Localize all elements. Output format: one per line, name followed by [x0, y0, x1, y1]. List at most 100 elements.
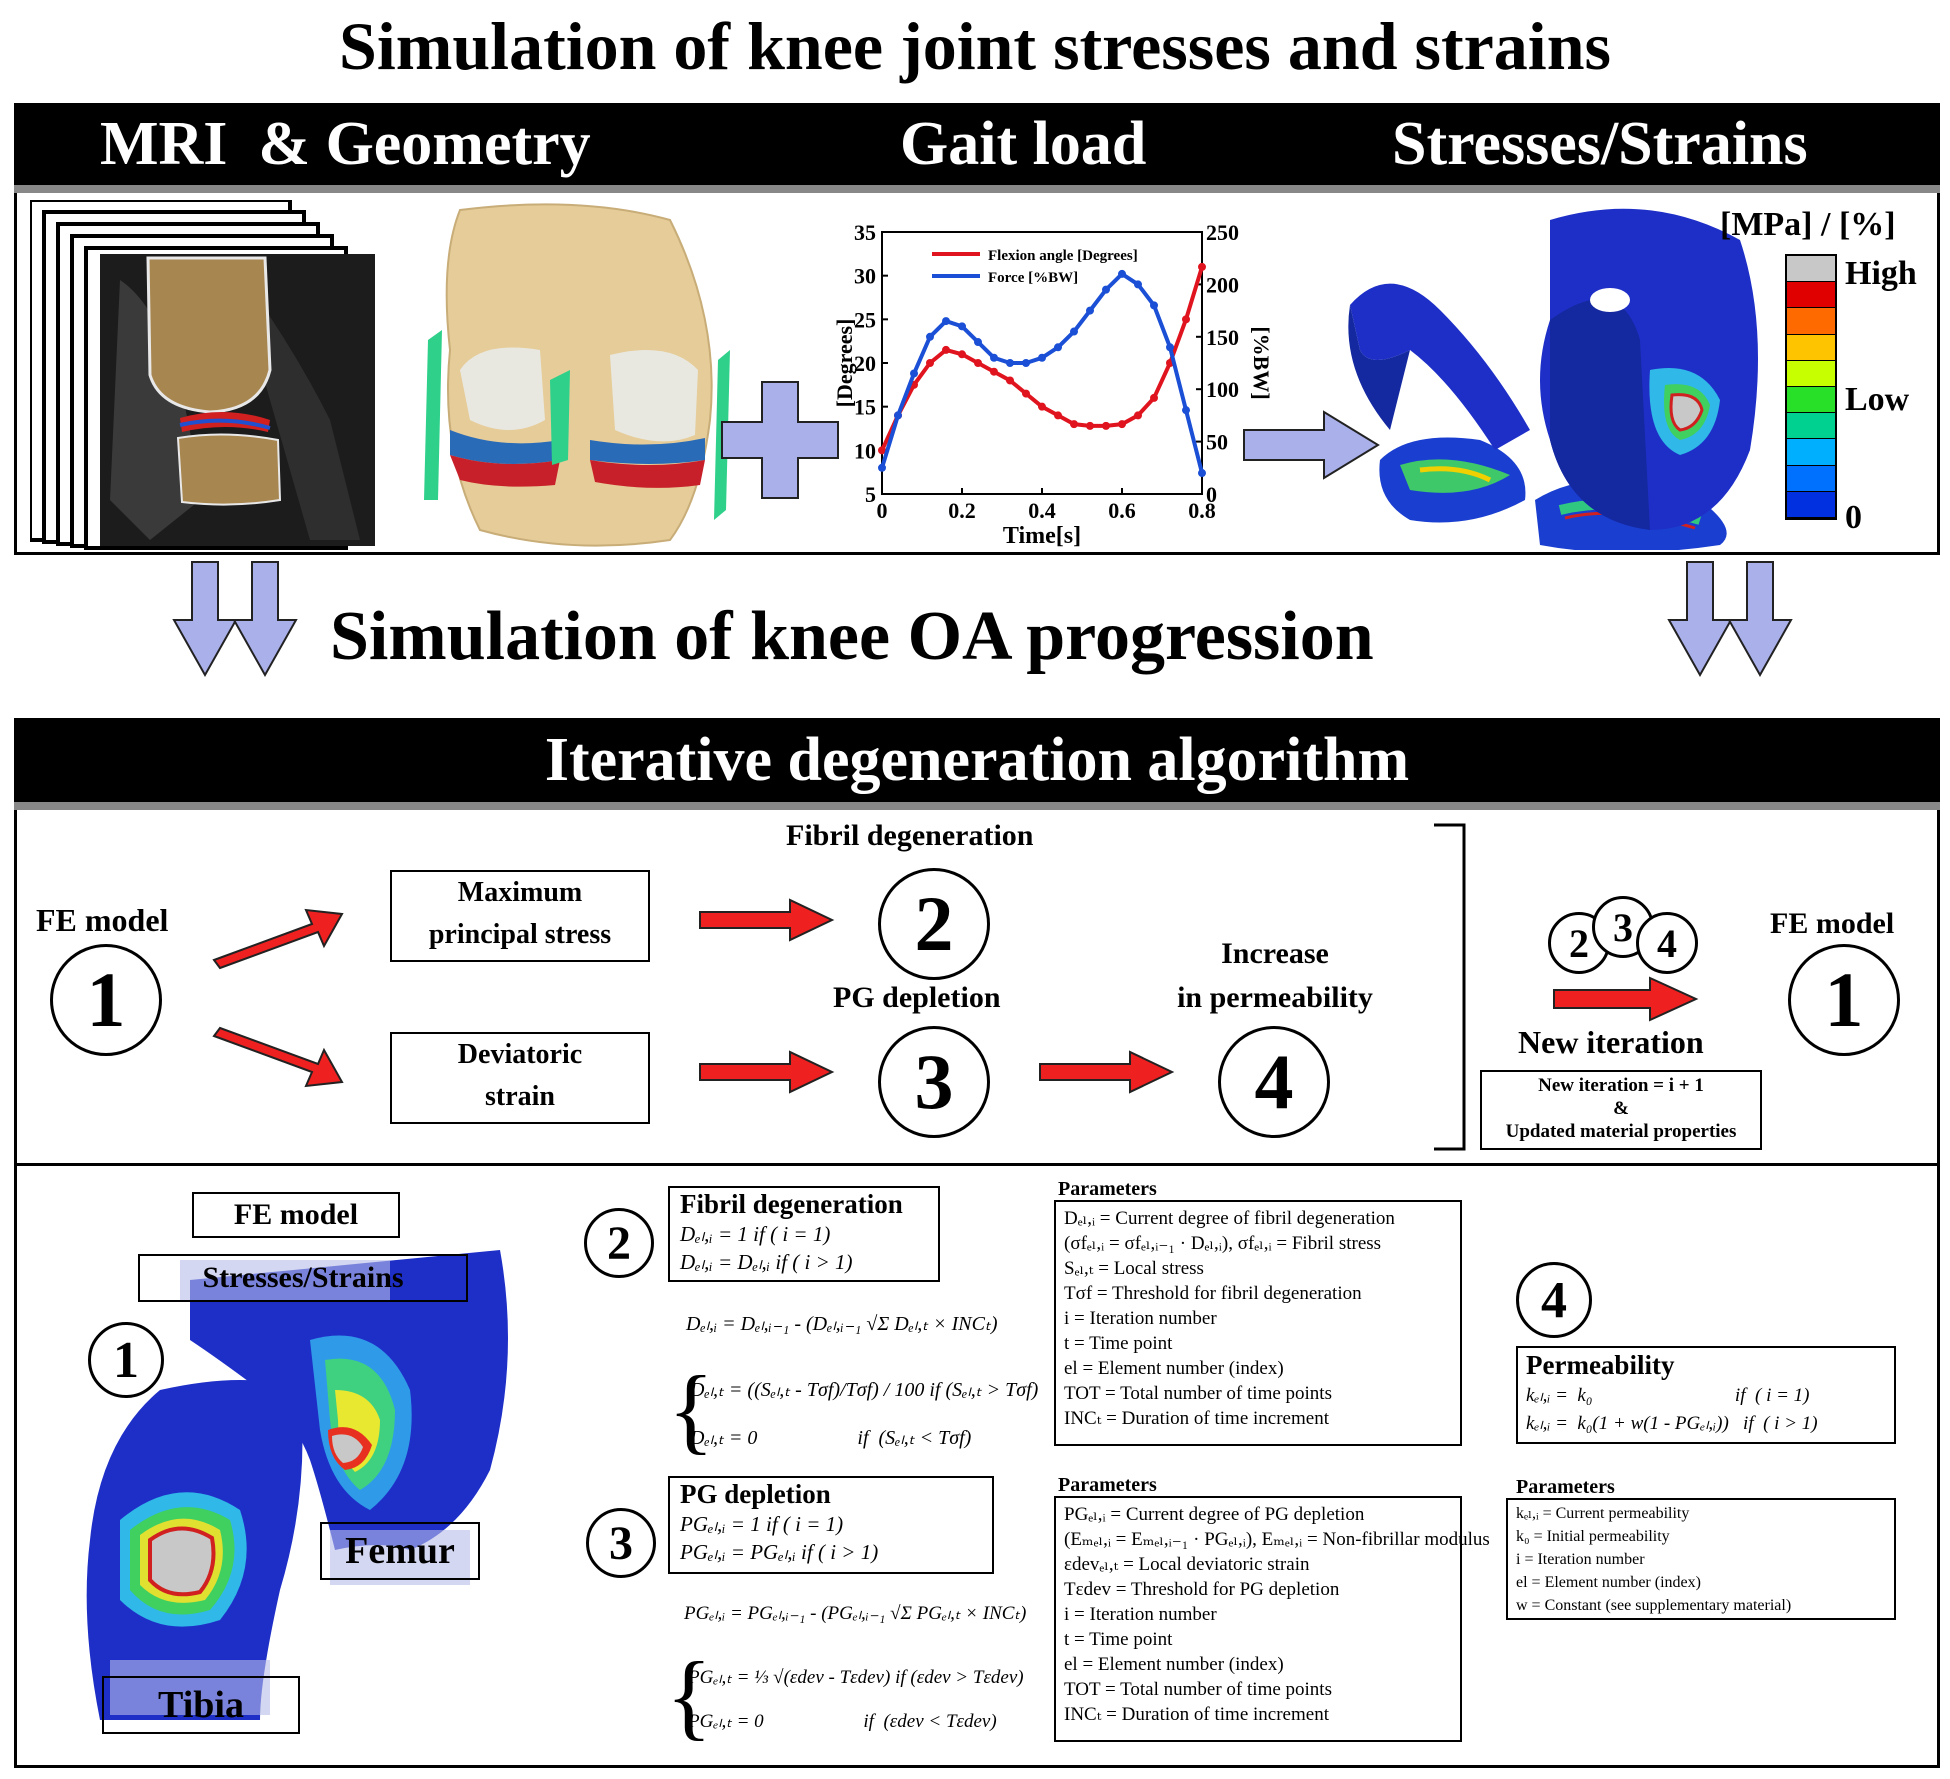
step2-circle: 2	[878, 868, 990, 980]
fibril-eq2: Dₑₗ,ᵢ = Dₑₗ,ᵢ if ( i > 1)	[680, 1250, 853, 1274]
pg-equation-box: PG depletion PGₑₗ,ᵢ = 1 if ( i = 1) PGₑₗ…	[668, 1476, 994, 1574]
series-1-point	[1134, 280, 1142, 289]
y-left-tick-label: 35	[854, 220, 876, 245]
increase-line2: in permeability	[1177, 981, 1373, 1014]
perm-params-title: Parameters	[1516, 1476, 1615, 1498]
fibril-eq1: Dₑₗ,ᵢ = 1 if ( i = 1)	[680, 1222, 831, 1246]
stresses-strains-box: Stresses/Strains	[138, 1254, 468, 1302]
step1-circle: 1	[50, 944, 162, 1056]
colorbar-segment	[1787, 491, 1835, 519]
colorbar-segment	[1787, 334, 1835, 361]
pg-title: PG depletion	[680, 1479, 831, 1509]
y-axis-label-right: [%BW]	[1249, 326, 1270, 399]
series-1-point	[1006, 359, 1014, 367]
series-1-point	[1198, 469, 1206, 478]
increase-permeability-label: Increase in permeability	[1150, 932, 1400, 1020]
series-0-point	[1006, 376, 1014, 385]
series-1-point	[974, 338, 982, 347]
fibril-case2: Dₑₗ,ₜ = 0 if (Sₑₗ,ₜ < Tσf)	[690, 1427, 972, 1449]
colorbar-segment	[1787, 413, 1835, 440]
new-iteration-label: New iteration	[1518, 1024, 1704, 1060]
cluster-circle-4: 4	[1636, 912, 1698, 974]
x-tick-label: 0	[877, 498, 888, 523]
pg-param-1: (Eₘₑₗ,ᵢ = Eₘₑₗ,ᵢ₋₁ · PGₑₗ,ᵢ), Eₘₑₗ,ᵢ = N…	[1064, 1529, 1490, 1550]
y-left-tick-label: 10	[854, 438, 876, 463]
series-0-point	[974, 359, 982, 367]
series-0-point	[1118, 420, 1126, 429]
y-left-tick-label: 5	[865, 482, 876, 507]
pg-param-8: INCₜ = Duration of time increment	[1064, 1704, 1329, 1725]
femur-label-box: Femur	[320, 1522, 480, 1580]
mri-image-stack	[30, 200, 375, 550]
perm-param-1: k₀ = Initial permeability	[1516, 1528, 1670, 1545]
flow-arrows	[212, 898, 1175, 1094]
fe-model-label-right: FE model	[1770, 907, 1895, 940]
fibril-param-7: TOT = Total number of time points	[1064, 1383, 1332, 1404]
series-0-point	[878, 446, 886, 455]
pg-param-7: TOT = Total number of time points	[1064, 1679, 1332, 1700]
fibril-param-3: Tσf = Threshold for fibril degeneration	[1064, 1283, 1362, 1304]
series-1-point	[1150, 301, 1158, 310]
new-iteration-box: New iteration = i + 1 & Updated material…	[1480, 1070, 1762, 1150]
pg-param-3: Tεdev = Threshold for PG depletion	[1064, 1579, 1340, 1600]
x-tick-label: 0.6	[1108, 498, 1136, 523]
tibia-label-box: Tibia	[102, 1676, 300, 1734]
max-principal-stress-box: Maximum principal stress	[390, 870, 650, 962]
new-iteration-line2: &	[1613, 1098, 1629, 1119]
fibril-title: Fibril degeneration	[680, 1189, 903, 1219]
pg-step3-circle: 3	[586, 1508, 656, 1578]
y-right-tick-label: 200	[1206, 272, 1239, 297]
colorbar-segment	[1787, 465, 1835, 492]
series-0-point	[1150, 393, 1158, 402]
series-0-point	[1086, 421, 1094, 430]
fe-model-label: FE model	[36, 902, 169, 938]
series-1-point	[1054, 343, 1062, 352]
series-1-point	[990, 353, 998, 362]
top-header-bar	[14, 103, 1940, 185]
main-title: Simulation of knee joint stresses and st…	[339, 8, 1611, 84]
series-1-point	[1070, 327, 1078, 336]
dev-strain-line1: Deviatoric	[457, 1039, 583, 1070]
x-axis-label: Time[s]	[1003, 523, 1081, 549]
fe-model-step1-circle: 1	[88, 1322, 164, 1398]
plus-icon	[721, 381, 839, 499]
y-left-tick-label: 15	[854, 395, 876, 420]
y-left-tick-label: 30	[854, 264, 876, 289]
header-mri-geometry: MRI & Geometry	[100, 110, 591, 178]
header-gait-load: Gait load	[900, 110, 1147, 178]
iteration-bracket	[1434, 823, 1466, 1151]
series-0-point	[1054, 411, 1062, 420]
fibril-param-5: t = Time point	[1064, 1333, 1173, 1354]
series-1-point	[1022, 359, 1030, 367]
pg-param-0: PGₑₗ,ᵢ = Current degree of PG depletion	[1064, 1504, 1365, 1525]
y-left-tick-label: 25	[854, 307, 876, 332]
series-0-point	[1022, 389, 1030, 398]
series-1-point	[878, 463, 886, 472]
fibril-params-title: Parameters	[1058, 1178, 1157, 1200]
y-right-tick-label: 150	[1206, 325, 1239, 350]
series-0-point	[1102, 421, 1110, 430]
colorbar-segment	[1787, 360, 1835, 388]
header-stresses-strains: Stresses/Strains	[1392, 110, 1808, 178]
pg-params-title: Parameters	[1058, 1474, 1157, 1496]
series-1-point	[894, 411, 902, 420]
pg-eq2: PGₑₗ,ᵢ = PGₑₗ,ᵢ if ( i > 1)	[680, 1540, 879, 1564]
down-arrows-left	[172, 561, 298, 678]
stress-strain-model	[1348, 208, 1758, 550]
perm-step4-circle: 4	[1516, 1262, 1592, 1338]
pg-case1: PGₑₗ,ₜ = ⅓ √(εdev - Tεdev) if (εdev > Tε…	[688, 1667, 1024, 1688]
series-0-point	[1134, 411, 1142, 420]
pg-depletion-label: PG depletion	[833, 981, 1001, 1014]
colorbar-units: [MPa] / [%]	[1720, 206, 1896, 243]
fe-model-box: FE model	[192, 1192, 400, 1238]
algorithm-header: Iterative degeneration algorithm	[14, 718, 1940, 802]
fibril-param-8: INCₜ = Duration of time increment	[1064, 1408, 1329, 1429]
pg-param-2: εdevₑₗ,ₜ = Local deviatoric strain	[1064, 1554, 1310, 1575]
series-0-point	[926, 359, 934, 367]
fibril-equation-box: Fibril degeneration Dₑₗ,ᵢ = 1 if ( i = 1…	[668, 1186, 940, 1282]
pg-params-box: PGₑₗ,ᵢ = Current degree of PG depletion (…	[1054, 1496, 1490, 1742]
fibril-param-0: Dₑₗ,ᵢ = Current degree of fibril degener…	[1064, 1208, 1395, 1229]
fibril-cases-brace: {	[668, 1356, 715, 1463]
perm-param-2: i = Iteration number	[1516, 1551, 1645, 1568]
colorbar	[1785, 254, 1837, 520]
